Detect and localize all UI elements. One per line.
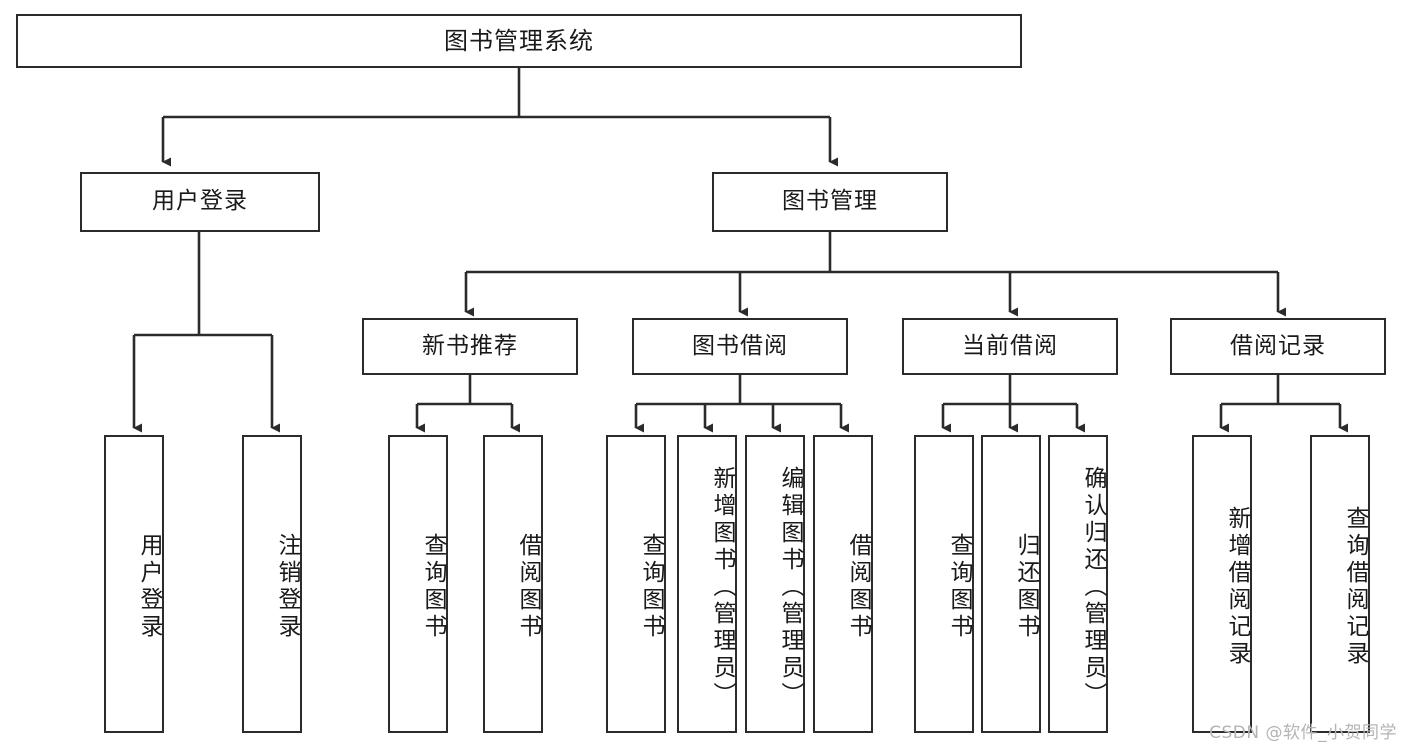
leaf-current-borrow-query-book[interactable]: 查询图书: [914, 435, 974, 733]
watermark-text: CSDN @软件_小贺同学: [1209, 723, 1397, 743]
node-user-login[interactable]: 用户登录: [80, 172, 320, 232]
leaf-book-borrow-add-book[interactable]: 新增图书（管理员）: [677, 435, 737, 733]
node-current-borrow[interactable]: 当前借阅: [902, 318, 1118, 375]
node-book-management[interactable]: 图书管理: [712, 172, 948, 232]
leaf-book-borrow-query-book[interactable]: 查询图书: [606, 435, 666, 733]
leaf-book-borrow-borrow-book[interactable]: 借阅图书: [813, 435, 873, 733]
node-root-system[interactable]: 图书管理系统: [16, 14, 1022, 68]
leaf-current-borrow-confirm-return[interactable]: 确认归还（管理员）: [1048, 435, 1108, 733]
node-new-book-recommend[interactable]: 新书推荐: [362, 318, 578, 375]
leaf-new-book-query-book[interactable]: 查询图书: [388, 435, 448, 733]
node-book-borrow[interactable]: 图书借阅: [632, 318, 848, 375]
leaf-new-book-borrow-book[interactable]: 借阅图书: [483, 435, 543, 733]
leaf-borrow-record-query-record[interactable]: 查询借阅记录: [1310, 435, 1370, 733]
leaf-current-borrow-return-book[interactable]: 归还图书: [981, 435, 1041, 733]
node-borrow-record[interactable]: 借阅记录: [1170, 318, 1386, 375]
leaf-borrow-record-add-record[interactable]: 新增借阅记录: [1192, 435, 1252, 733]
leaf-user-login-logout[interactable]: 注销登录: [242, 435, 302, 733]
leaf-book-borrow-edit-book[interactable]: 编辑图书（管理员）: [745, 435, 805, 733]
leaf-user-login-login[interactable]: 用户登录: [104, 435, 164, 733]
